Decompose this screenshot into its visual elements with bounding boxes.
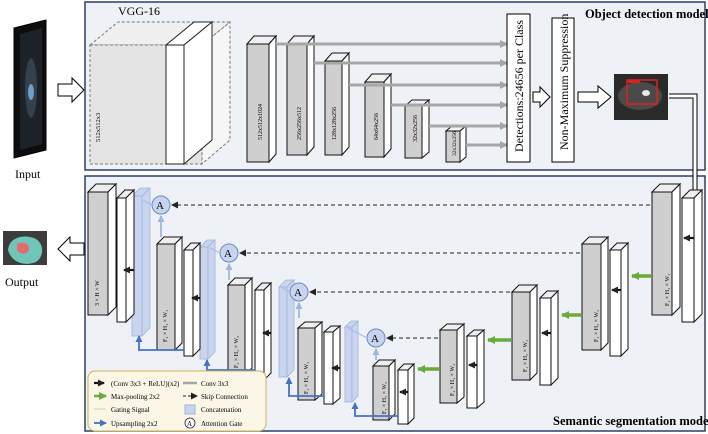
- detections-box: [506, 13, 531, 163]
- vgg-to-detection-arrows: [276, 40, 508, 149]
- decoder-block-3: [226, 276, 273, 382]
- vgg-layer-label-6: 32x32x256: [413, 115, 419, 142]
- legend-gating: Gating Signal: [111, 406, 150, 414]
- detected-mri-image: [614, 74, 668, 120]
- detection-title: Object detection model: [585, 7, 708, 21]
- encoder-label-2: F₂ × H₂ × W₂: [594, 310, 600, 342]
- output-segmentation-image: [3, 231, 47, 265]
- upsampling-paths: [135, 335, 398, 417]
- attention-gate-letter-2: A: [224, 248, 232, 260]
- decoder-label-4: F₃ × H₃ × W₃: [304, 362, 310, 394]
- decoder-block-1: [86, 182, 136, 324]
- detection-to-segmentation-connector-inner: [669, 94, 697, 195]
- attention-gate-letter-4: A: [371, 333, 379, 345]
- maxpool-arrows: [417, 272, 651, 373]
- vgg16-block: [88, 20, 232, 166]
- input-label: Input: [15, 167, 41, 181]
- decoder-block-2: [155, 235, 202, 358]
- gating-signals: [157, 215, 380, 360]
- output-arrow: [57, 235, 85, 263]
- attention-gate-letter-3: A: [294, 287, 302, 299]
- gating-connectors: [142, 199, 368, 339]
- legend-maxpool: Max-pooling 2x2: [111, 393, 160, 401]
- encoder-block-5: [371, 358, 416, 426]
- vgg-layer-label-2: 512x512x1024: [258, 104, 264, 140]
- nms-label: Non-Maximum Suppression: [557, 14, 571, 150]
- output-label: Output: [5, 275, 39, 289]
- decoder-label-3: F₂ × H₂ × W₂: [234, 336, 240, 368]
- decoder-label-2: F₁ × H₁ × W₁: [163, 310, 169, 342]
- segmentation-title: Semantic segmentation model: [553, 414, 708, 428]
- vgg-layer-label-4: 128x128x256: [332, 107, 338, 140]
- encoder-block-3: [510, 283, 560, 387]
- detections-to-nms-arrow: [532, 85, 551, 109]
- legend-skip: Skip Connection: [201, 393, 248, 401]
- legend-conv-relu: (Conv 3x3 + ReLU)(x2): [111, 380, 180, 388]
- encoder-block-1: [650, 182, 704, 324]
- encoder-label-4: F₄ × H₄ × W₄: [450, 364, 456, 396]
- legend-upsampling: Upsampling 2x2: [111, 420, 158, 428]
- encoder-label-5: F₅ × H₅ × W₅: [382, 382, 388, 414]
- vgg-layer-label-5: 64x64x256: [374, 113, 380, 140]
- svg-text:A: A: [187, 420, 192, 428]
- encoder-block-4: [438, 322, 486, 410]
- legend-attention: Attention Gate: [201, 420, 242, 428]
- attention-gate-letter-1: A: [156, 200, 164, 212]
- vgg-layer-label-7: 32x32x256: [452, 131, 458, 156]
- detections-label: Detections:24656 per Class: [512, 20, 526, 152]
- input-mri-image: [13, 19, 47, 159]
- nms-to-detection-arrow: [577, 84, 612, 110]
- decoder-block-4: [296, 320, 342, 406]
- legend: A: [87, 370, 267, 432]
- vgg16-label: VGG-16: [118, 4, 160, 18]
- decoder-label-1: 3 × H × W: [95, 280, 101, 306]
- encoder-label-3: F₃ × H₃ × W₃: [523, 340, 529, 372]
- vgg-feature-maps: [245, 34, 468, 164]
- conv-relu-arrows: [123, 234, 694, 396]
- vgg-layer-label-3: 256x256x512: [297, 107, 303, 140]
- legend-conv: Conv 3x3: [201, 380, 229, 388]
- encoder-label-1: F₁ × H₁ × W₁: [665, 274, 671, 306]
- vgg-layer-label-1: 512x512x3: [95, 113, 102, 142]
- encoder-block-2: [580, 235, 630, 358]
- input-arrow: [57, 76, 85, 104]
- nms-box: [551, 17, 575, 163]
- skip-connections: [171, 201, 650, 342]
- legend-concat: Concatenation: [201, 406, 242, 414]
